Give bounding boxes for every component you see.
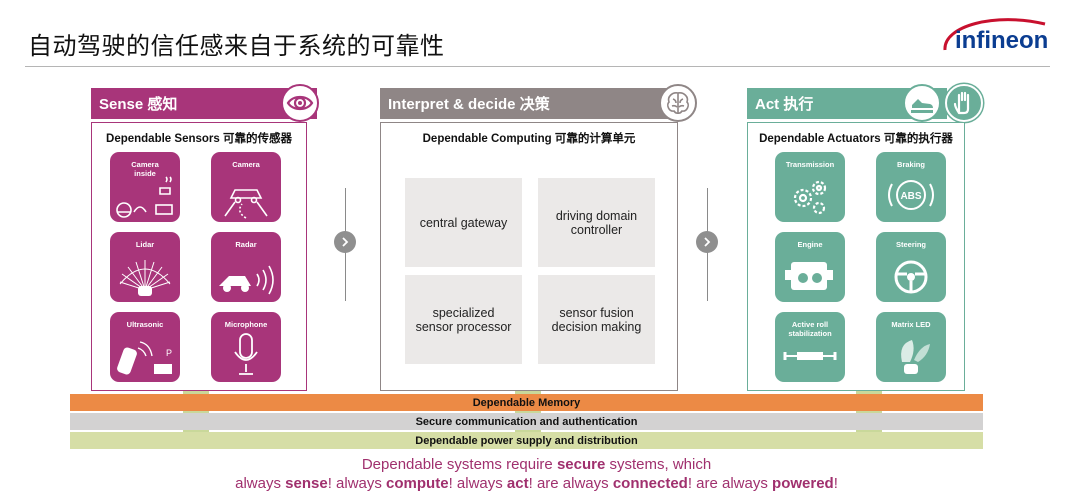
sense-header-label: Sense 感知 — [99, 96, 178, 113]
tile-label: Microphone — [224, 320, 268, 329]
sense-subtitle: Dependable Sensors 可靠的传感器 — [106, 133, 292, 145]
tile-label: Camera — [232, 160, 260, 169]
tile-label: Engine — [797, 240, 823, 249]
act-subtitle: Dependable Actuators 可靠的执行器 — [759, 133, 953, 145]
footer-line-1: Dependable systems require secure system… — [0, 456, 1073, 473]
infineon-logo: infineon — [935, 8, 1055, 64]
tile-label: Transmission — [785, 160, 835, 169]
tile-engine: Engine — [775, 232, 845, 302]
tile-ultrasonic: Ultrasonic P — [110, 312, 180, 382]
act-header-label: Act 执行 — [755, 96, 814, 113]
interpret-header: Interpret & decide 决策 — [380, 88, 677, 119]
tile-active-roll-stabilization: Active roll stabilization — [775, 312, 845, 382]
footer-emphasis: secure — [556, 456, 606, 473]
radar-icon — [219, 265, 274, 295]
roll-stabilizer-icon — [783, 352, 837, 360]
box-central-gateway: central gateway — [405, 178, 522, 267]
abs-icon: ABS — [888, 180, 934, 210]
footer-text: always — [235, 475, 286, 492]
headlight-icon — [901, 340, 930, 374]
hand-stop-icon — [945, 84, 983, 122]
svg-text:ABS: ABS — [900, 191, 921, 202]
title-divider — [25, 66, 1050, 67]
lidar-icon — [119, 260, 171, 296]
tile-camera: Camera — [211, 152, 281, 222]
footer-emphasis: connected — [612, 475, 688, 492]
box-driving-domain-controller: driving domain controller — [538, 178, 655, 267]
tile-label: Camera inside — [131, 160, 159, 178]
ultrasonic-parking-icon: P — [117, 341, 172, 375]
tile-matrix-led: Matrix LED — [876, 312, 946, 382]
tile-label: Active roll stabilization — [788, 320, 832, 338]
gears-icon — [793, 180, 827, 215]
tile-label: Steering — [895, 240, 926, 249]
footer-text: ! are always — [687, 475, 773, 492]
footer-text: ! — [833, 475, 838, 492]
interpret-subtitle: Dependable Computing 可靠的计算单元 — [422, 133, 636, 145]
engine-icon — [785, 262, 833, 290]
tile-radar: Radar — [211, 232, 281, 302]
box-sensor-fusion: sensor fusion decision making — [538, 275, 655, 364]
microphone-icon — [234, 333, 258, 375]
footer-emphasis: sense — [285, 475, 328, 492]
chevron-right-icon — [696, 231, 718, 253]
tile-label: Lidar — [135, 240, 155, 249]
band-power-supply: Dependable power supply and distribution — [70, 432, 983, 449]
tile-braking: Braking ABS — [876, 152, 946, 222]
band-memory: Dependable Memory — [70, 394, 983, 411]
footer-emphasis: compute — [386, 475, 449, 492]
footer-line-2: always sense! always compute! always act… — [0, 475, 1073, 492]
page-title: 自动驾驶的信任感来自于系统的可靠性 — [28, 32, 445, 60]
chevron-right-icon — [334, 231, 356, 253]
tile-steering: Steering — [876, 232, 946, 302]
footer-text: Dependable systems require — [361, 456, 557, 473]
interpret-header-label: Interpret & decide 决策 — [388, 96, 550, 113]
footer-text: ! always — [327, 475, 387, 492]
tile-lidar: Lidar — [110, 232, 180, 302]
footer-emphasis: act — [506, 475, 529, 492]
driver-camera-icon — [116, 176, 173, 218]
eye-icon — [281, 84, 319, 122]
tile-microphone: Microphone — [211, 312, 281, 382]
tile-camera-inside: Camera inside — [110, 152, 180, 222]
footer-text: ! are always — [528, 475, 613, 492]
footer-emphasis: powered — [772, 475, 834, 492]
road-camera-icon — [224, 189, 268, 219]
logo-wordmark: infineon — [955, 27, 1048, 54]
tile-transmission: Transmission — [775, 152, 845, 222]
footer-text: ! always — [448, 475, 507, 492]
tile-label: Braking — [897, 160, 925, 169]
shoe-pedal-icon — [903, 84, 941, 122]
tile-label: Radar — [235, 240, 257, 249]
tile-label: Matrix LED — [891, 320, 931, 329]
brain-icon — [659, 84, 697, 122]
steering-wheel-icon — [894, 260, 928, 294]
tile-label: Ultrasonic — [126, 320, 164, 329]
sense-header: Sense 感知 — [91, 88, 317, 119]
box-sensor-processor: specialized sensor processor — [405, 275, 522, 364]
footer-text: systems, which — [605, 456, 712, 473]
svg-text:P: P — [166, 348, 172, 358]
band-secure-communication: Secure communication and authentication — [70, 413, 983, 430]
